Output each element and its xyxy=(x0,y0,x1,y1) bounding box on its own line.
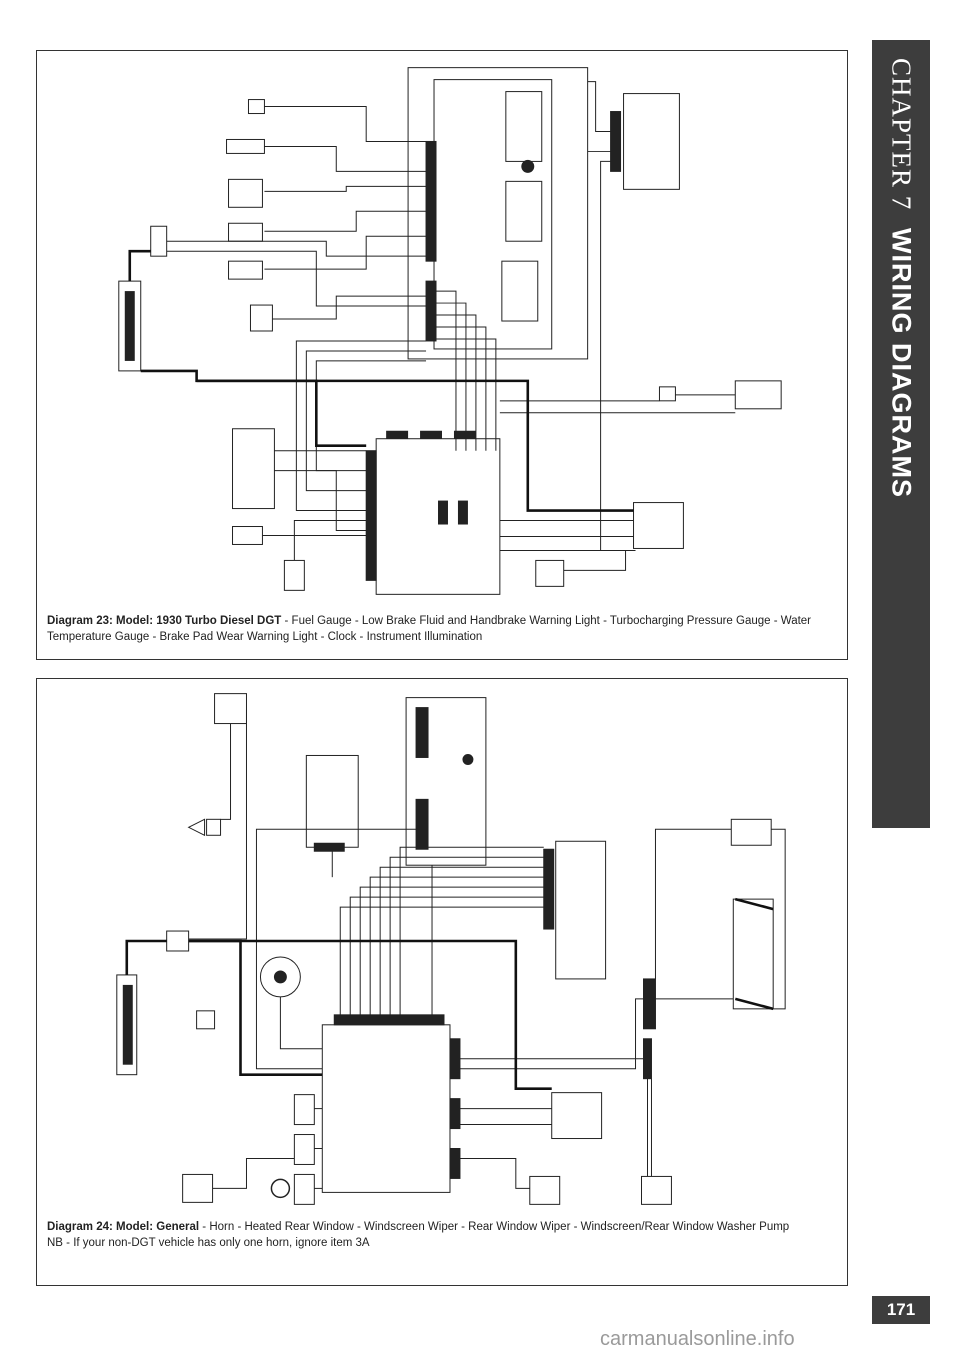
chapter-side-tab: CHAPTER 7 WIRING DIAGRAMS xyxy=(872,40,930,828)
diagram-24-description: - Horn - Heated Rear Window - Windscreen… xyxy=(199,1221,790,1233)
diagram-23-title: Diagram 23: Model: 1930 Turbo Diesel DGT xyxy=(47,615,282,627)
diagram-24-note: NB - If your non-DGT vehicle has only on… xyxy=(47,1237,370,1249)
diagram-23-panel: Diagram 23: Model: 1930 Turbo Diesel DGT… xyxy=(36,50,848,660)
wiring-diagram-23 xyxy=(118,67,782,595)
section-label: WIRING DIAGRAMS xyxy=(886,228,917,499)
diagram-23-caption: Diagram 23: Model: 1930 Turbo Diesel DGT… xyxy=(47,613,835,645)
diagram-23-description: - Fuel Gauge - Low Brake Fluid and Handb… xyxy=(47,615,812,643)
page-number: 171 xyxy=(872,1296,930,1324)
diagram-24-caption: Diagram 24: Model: General - Horn - Heat… xyxy=(47,1219,835,1251)
wiring-diagram-24 xyxy=(116,693,786,1205)
watermark-text: carmanualsonline.info xyxy=(600,1328,795,1350)
diagram-24-title: Diagram 24: Model: General xyxy=(47,1221,200,1233)
diagram-24-panel: Diagram 24: Model: General - Horn - Heat… xyxy=(36,678,848,1286)
chapter-label: CHAPTER 7 xyxy=(886,58,917,211)
